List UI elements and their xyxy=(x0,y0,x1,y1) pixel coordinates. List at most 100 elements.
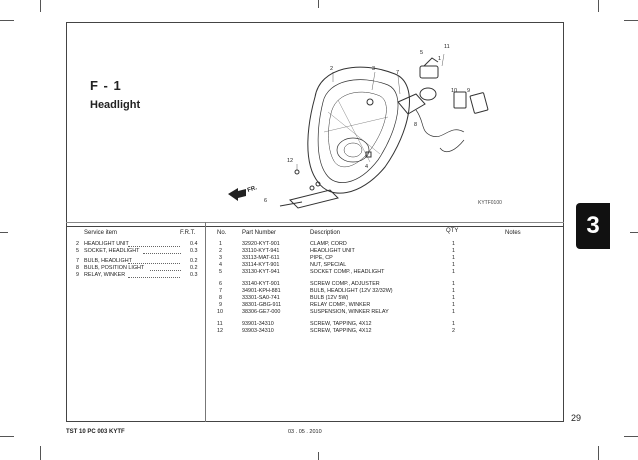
part-number: 38306-GE7-000 xyxy=(242,309,281,315)
part-description: BULB (12V 5W) xyxy=(310,295,349,301)
part-no: 9 xyxy=(219,302,222,308)
part-description: RELAY COMP., WINKER xyxy=(310,302,371,308)
part-number: 93901-34310 xyxy=(242,321,274,327)
part-qty: 1 xyxy=(452,309,455,315)
table-header-divider xyxy=(66,226,564,227)
callout-label: 11 xyxy=(444,44,450,50)
crop-mark xyxy=(598,0,599,12)
part-number-header: Part Number xyxy=(242,230,277,236)
part-no: 12 xyxy=(217,328,223,334)
part-description: CLAMP, CORD xyxy=(310,241,347,247)
document-code: TST 10 PC 003 KYTF xyxy=(66,429,125,435)
no-header: No. xyxy=(217,230,227,236)
service-name: HEADLIGHT UNIT xyxy=(84,241,129,247)
service-frt: 0.3 xyxy=(190,248,198,254)
figure-title: Headlight xyxy=(90,99,141,111)
callout-label: 3 xyxy=(372,66,375,72)
callout-label: 9 xyxy=(467,88,470,94)
service-frt: 0.2 xyxy=(190,258,198,264)
leader-dots xyxy=(150,265,181,271)
service-no: 8 xyxy=(76,265,79,271)
service-name: BULB, POSITION LIGHT xyxy=(84,265,145,271)
front-arrow-icon: FR. xyxy=(228,185,258,201)
part-qty: 1 xyxy=(452,248,455,254)
part-no: 11 xyxy=(217,321,223,327)
callout-label: 7 xyxy=(396,70,399,76)
crop-mark xyxy=(40,0,41,12)
part-qty: 1 xyxy=(452,255,455,261)
qty-header: QTY xyxy=(446,228,459,234)
part-qty: 1 xyxy=(452,281,455,287)
part-number: 33110-KYT-941 xyxy=(242,248,280,254)
crop-mark xyxy=(0,20,14,21)
part-no: 3 xyxy=(219,255,222,261)
part-qty: 1 xyxy=(452,288,455,294)
part-no: 4 xyxy=(219,262,222,268)
frt-header: F.R.T. xyxy=(180,230,196,236)
column-divider xyxy=(205,222,206,422)
page-number: 29 xyxy=(571,413,582,423)
crop-mark xyxy=(318,452,319,460)
service-no: 7 xyxy=(76,258,79,264)
part-description: BULB, HEADLIGHT (12V 32/32W) xyxy=(310,288,393,294)
headlight-exploded-diagram: FR. 5 1 11 2 3 7 10 9 8 4 12 6 xyxy=(228,44,489,209)
part-description: SUSPENSION, WINKER RELAY xyxy=(310,309,389,315)
callout-label: 4 xyxy=(365,164,368,170)
callout-label: 8 xyxy=(414,122,417,128)
callout-label: 12 xyxy=(287,158,293,164)
part-no: 2 xyxy=(219,248,222,254)
crop-mark xyxy=(624,436,638,437)
part-number: 34901-KPH-881 xyxy=(242,288,281,294)
leader-dots xyxy=(143,248,181,254)
part-number: 33140-KYT-901 xyxy=(242,281,280,287)
part-qty: 1 xyxy=(452,269,455,275)
crop-mark xyxy=(0,232,8,233)
part-qty: 1 xyxy=(452,241,455,247)
callout-label: 1 xyxy=(438,56,441,62)
crop-mark xyxy=(318,0,319,8)
part-qty: 1 xyxy=(452,302,455,308)
leader-dots xyxy=(128,272,180,278)
part-description: SOCKET COMP., HEADLIGHT xyxy=(310,269,385,275)
part-description: PIPE, CP xyxy=(310,255,333,261)
part-no: 8 xyxy=(219,295,222,301)
service-name: SOCKET, HEADLIGHT xyxy=(84,248,140,254)
service-no: 2 xyxy=(76,241,79,247)
crop-mark xyxy=(40,446,41,460)
part-description: SCREW COMP., ADJUSTER xyxy=(310,281,380,287)
callout-label: 2 xyxy=(330,66,333,72)
part-number: 33301-SA0-741 xyxy=(242,295,280,301)
service-no: 5 xyxy=(76,248,79,254)
service-name: RELAY, WINKER xyxy=(84,272,126,278)
part-number: 93903-34310 xyxy=(242,328,274,334)
leader-dots xyxy=(128,241,180,247)
publication-date: 03 . 05 . 2010 xyxy=(288,429,322,435)
part-description: HEADLIGHT UNIT xyxy=(310,248,355,254)
leader-dots xyxy=(128,258,180,264)
crop-mark xyxy=(0,436,14,437)
service-name: BULB, HEADLIGHT xyxy=(84,258,132,264)
figure-code: F - 1 xyxy=(90,78,122,93)
part-description: NUT, SPECIAL xyxy=(310,262,347,268)
part-number: 33113-MAT-611 xyxy=(242,255,280,261)
service-no: 9 xyxy=(76,272,79,278)
part-no: 7 xyxy=(219,288,222,294)
part-qty: 1 xyxy=(452,295,455,301)
crop-mark xyxy=(630,232,638,233)
callout-label: 10 xyxy=(451,88,457,94)
callout-label: 5 xyxy=(420,50,423,56)
part-number: 33130-KYT-941 xyxy=(242,269,280,275)
crop-mark xyxy=(598,446,599,460)
part-number: 38301-GBG-911 xyxy=(242,302,282,308)
callout-label: 6 xyxy=(264,198,267,204)
description-header: Description xyxy=(310,230,341,236)
part-no: 1 xyxy=(219,241,222,247)
table-top-divider xyxy=(66,222,564,223)
diagram-code: KYTF0100 xyxy=(478,200,502,206)
part-number: 32920-KYT-901 xyxy=(242,241,280,247)
part-no: 5 xyxy=(219,269,222,275)
part-description: SCREW, TAPPING, 4X12 xyxy=(310,328,372,334)
crop-mark xyxy=(624,20,638,21)
part-no: 6 xyxy=(219,281,222,287)
notes-header: Notes xyxy=(505,230,521,236)
